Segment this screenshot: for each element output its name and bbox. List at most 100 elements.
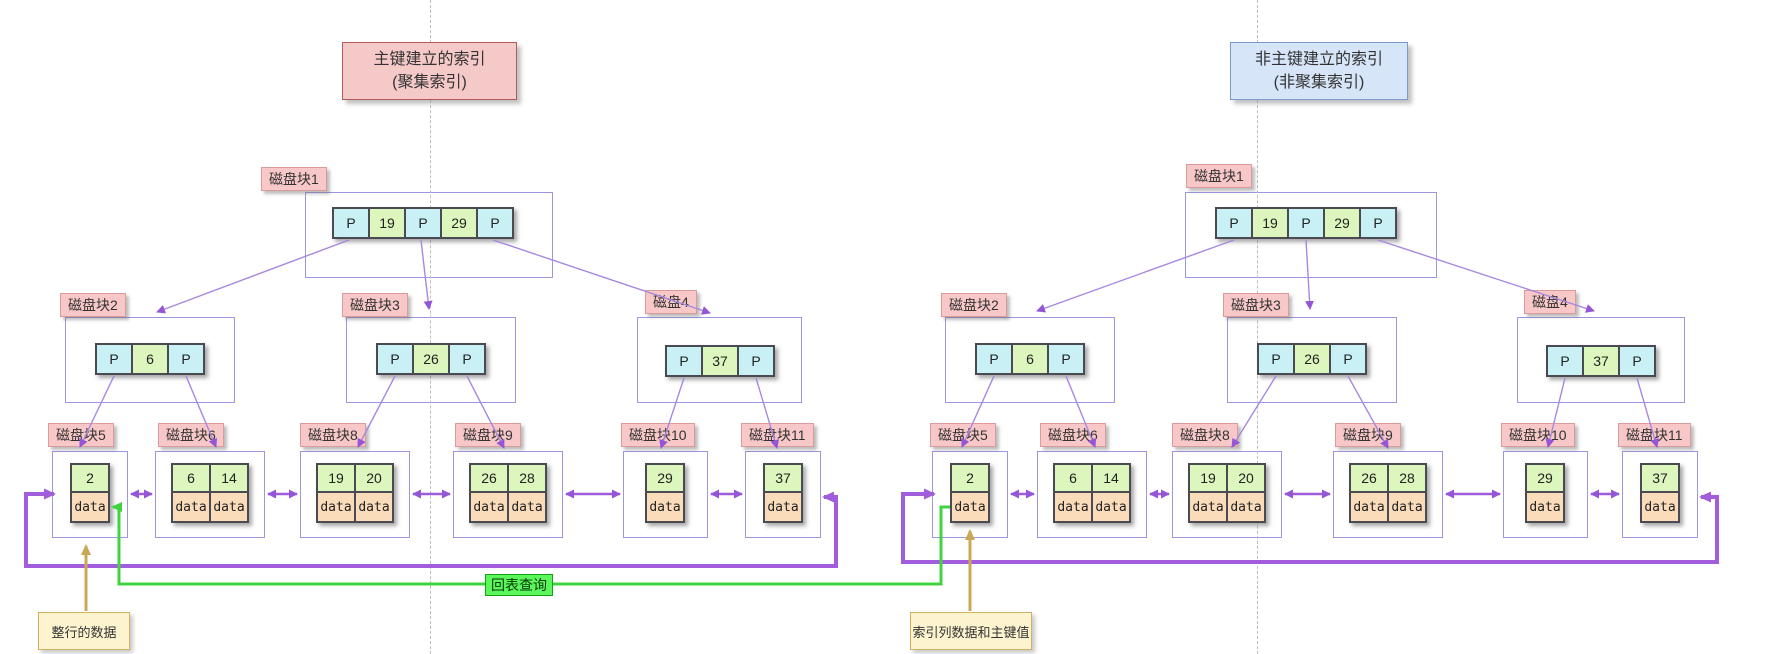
disk-block-label: 磁盘块3 [342, 293, 408, 317]
leaf-record: 2 data [950, 463, 990, 523]
leaf-record: 20 data [354, 463, 394, 523]
index-column-note: 索引列数据和主键值 [910, 612, 1032, 650]
key-cell: 19 [316, 463, 356, 493]
disk-block-label: 磁盘块8 [1172, 423, 1238, 447]
root-cells: P 19 P 29 P [332, 207, 514, 239]
data-cell: data [1053, 493, 1093, 523]
leaf-record: 29 data [1525, 463, 1565, 523]
internal-cells: P 6 P [975, 343, 1085, 375]
whole-row-data-note: 整行的数据 [38, 612, 130, 650]
pointer-cell: P [95, 343, 133, 375]
data-cell: data [1188, 493, 1228, 523]
disk-block-label: 磁盘块6 [158, 423, 224, 447]
key-cell: 26 [1293, 343, 1331, 375]
leaf-cells: 19 data 20 data [316, 463, 394, 523]
leaf-record: 6 data [171, 463, 211, 523]
key-cell: 28 [1387, 463, 1427, 493]
pointer-cell: P [376, 343, 414, 375]
leaf-record: 28 data [507, 463, 547, 523]
key-cell: 6 [171, 463, 211, 493]
internal-cells: P 26 P [376, 343, 486, 375]
pointer-cell: P [737, 345, 775, 377]
leaf-record: 19 data [1188, 463, 1228, 523]
key-cell: 2 [70, 463, 110, 493]
disk-block-label: 磁盘块2 [941, 293, 1007, 317]
leaf-record: 29 data [645, 463, 685, 523]
key-cell: 19 [1251, 207, 1289, 239]
data-cell: data [354, 493, 394, 523]
pointer-cell: P [167, 343, 205, 375]
key-cell: 19 [368, 207, 406, 239]
key-cell: 37 [1582, 345, 1620, 377]
leaf-cells: 29 data [1525, 463, 1565, 523]
pointer-cell: P [332, 207, 370, 239]
disk-block-label: 磁盘块9 [1335, 423, 1401, 447]
leaf-cells: 37 data [763, 463, 803, 523]
pointer-cell: P [1257, 343, 1295, 375]
pointer-cell: P [1047, 343, 1085, 375]
data-cell: data [1226, 493, 1266, 523]
leaf-cells: 19 data 20 data [1188, 463, 1266, 523]
pointer-cell: P [665, 345, 703, 377]
disk-block-label: 磁盘块8 [300, 423, 366, 447]
key-cell: 37 [1640, 463, 1680, 493]
data-cell: data [507, 493, 547, 523]
title-line2: (非聚集索引) [1273, 74, 1365, 91]
title-line1: 非主键建立的索引 [1254, 51, 1383, 68]
key-cell: 14 [1091, 463, 1131, 493]
internal-cells: P 6 P [95, 343, 205, 375]
disk-block-label: 磁盘块2 [60, 293, 126, 317]
root-cells: P 19 P 29 P [1215, 207, 1397, 239]
disk-block-label: 磁盘块1 [261, 167, 327, 191]
clustered-index-title: 主键建立的索引 (聚集索引) [342, 42, 517, 100]
key-cell: 37 [763, 463, 803, 493]
key-cell: 28 [507, 463, 547, 493]
data-cell: data [209, 493, 249, 523]
pointer-cell: P [1546, 345, 1584, 377]
disk-block-label: 磁盘块10 [1501, 423, 1575, 447]
data-cell: data [645, 493, 685, 523]
leaf-record: 37 data [1640, 463, 1680, 523]
pointer-cell: P [1215, 207, 1253, 239]
key-cell: 26 [1349, 463, 1389, 493]
title-line2: (聚集索引) [392, 74, 467, 91]
pointer-cell: P [1329, 343, 1367, 375]
key-cell: 20 [354, 463, 394, 493]
key-cell: 6 [1011, 343, 1049, 375]
data-cell: data [70, 493, 110, 523]
leaf-cells: 37 data [1640, 463, 1680, 523]
back-table-query-label: 回表查询 [485, 574, 553, 596]
leaf-record: 2 data [70, 463, 110, 523]
key-cell: 29 [645, 463, 685, 493]
dashed-guide-right [1257, 0, 1258, 654]
leaf-record: 20 data [1226, 463, 1266, 523]
disk-block-label: 磁盘块5 [930, 423, 996, 447]
disk-block-label: 磁盘块5 [48, 423, 114, 447]
leaf-record: 14 data [209, 463, 249, 523]
pointer-cell: P [1359, 207, 1397, 239]
disk-block-label: 磁盘块9 [455, 423, 521, 447]
key-cell: 14 [209, 463, 249, 493]
key-cell: 29 [1525, 463, 1565, 493]
disk-block-label: 磁盘4 [1524, 290, 1576, 314]
data-cell: data [763, 493, 803, 523]
internal-cells: P 37 P [665, 345, 775, 377]
key-cell: 26 [469, 463, 509, 493]
pointer-cell: P [975, 343, 1013, 375]
leaf-cells: 26 data 28 data [469, 463, 547, 523]
leaf-cells: 2 data [70, 463, 110, 523]
data-cell: data [1349, 493, 1389, 523]
leaf-record: 37 data [763, 463, 803, 523]
nonclustered-index-title: 非主键建立的索引 (非聚集索引) [1230, 42, 1408, 100]
key-cell: 6 [1053, 463, 1093, 493]
leaf-record: 26 data [469, 463, 509, 523]
disk-block-label: 磁盘块3 [1223, 293, 1289, 317]
data-cell: data [1387, 493, 1427, 523]
key-cell: 29 [1323, 207, 1361, 239]
key-cell: 29 [440, 207, 478, 239]
data-cell: data [316, 493, 356, 523]
leaf-cells: 6 data 14 data [1053, 463, 1131, 523]
title-line1: 主键建立的索引 [373, 51, 486, 68]
pointer-cell: P [448, 343, 486, 375]
